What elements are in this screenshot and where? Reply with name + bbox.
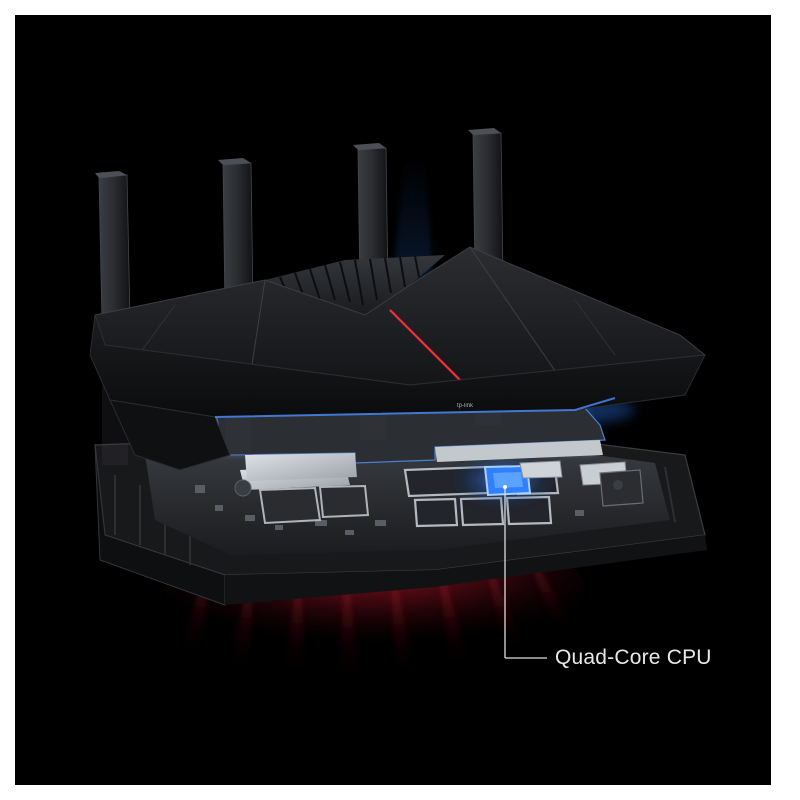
top-cover bbox=[89, 246, 707, 471]
cpu-callout-leader bbox=[503, 485, 547, 659]
brand-logo: tp-link bbox=[457, 403, 474, 409]
product-photo: tp-link Quad-Core CPU bbox=[15, 15, 771, 785]
cpu-callout-label: Quad-Core CPU bbox=[555, 646, 712, 669]
router-illustration bbox=[89, 128, 707, 680]
